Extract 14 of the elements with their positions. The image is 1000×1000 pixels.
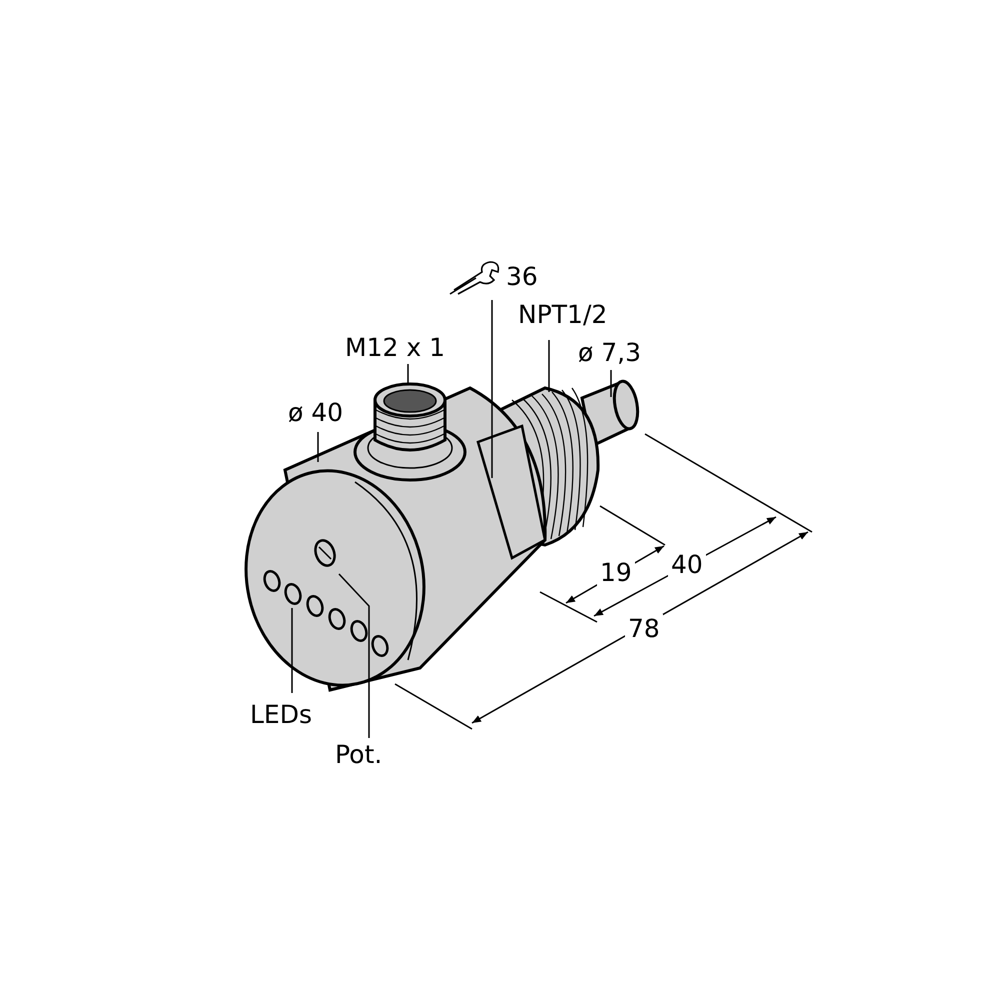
leader-line [491, 300, 493, 478]
callout-label: M12 x 1 [345, 333, 445, 363]
leader-line [291, 608, 293, 693]
leader-line [610, 370, 612, 397]
callout-label: ø 40 [288, 398, 344, 428]
leader-line [407, 364, 409, 384]
leader-line [338, 573, 370, 738]
callout-label: ø 7,3 [578, 338, 642, 368]
callout-label: Pot. [335, 740, 382, 770]
leader-line [548, 340, 550, 392]
callout-label: NPT1/2 [518, 300, 608, 330]
leader-line [317, 432, 319, 462]
callout-label: LEDs [250, 700, 312, 730]
callout-label: 36 [506, 262, 538, 291]
